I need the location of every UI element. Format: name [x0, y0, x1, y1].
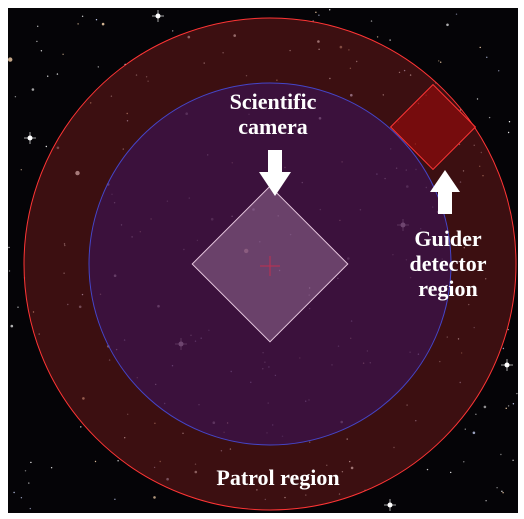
- star: [486, 56, 488, 58]
- star: [440, 61, 442, 63]
- crosshair-icon: [260, 256, 280, 276]
- star: [450, 471, 452, 474]
- star: [36, 40, 38, 43]
- star: [24, 470, 27, 472]
- star: [512, 459, 514, 461]
- star: [10, 324, 14, 328]
- star: [95, 19, 98, 21]
- field-overlay: [8, 9, 518, 511]
- sky-field-diagram: Scientific camera Guider detector region…: [8, 8, 518, 513]
- star: [516, 392, 518, 395]
- star: [438, 60, 440, 62]
- guider-detector-label-line1: Guider: [414, 226, 482, 251]
- star: [446, 23, 449, 27]
- star: [370, 20, 373, 22]
- down-arrow-icon: [259, 150, 291, 196]
- star: [29, 507, 31, 510]
- star: [20, 497, 23, 499]
- star: [8, 270, 11, 272]
- star: [376, 36, 379, 38]
- star: [318, 14, 320, 16]
- star: [97, 66, 100, 68]
- star: [172, 30, 174, 32]
- bright-star: [24, 132, 36, 144]
- bright-star: [501, 359, 513, 371]
- star: [14, 96, 17, 98]
- star: [483, 405, 487, 409]
- patrol-region-label: Patrol region: [216, 465, 340, 490]
- star: [37, 25, 39, 27]
- star: [40, 50, 43, 52]
- scientific-camera-label-line2: camera: [238, 114, 308, 139]
- star: [8, 57, 13, 62]
- star: [45, 145, 47, 148]
- star: [455, 13, 458, 15]
- star: [31, 88, 35, 91]
- star: [153, 496, 156, 499]
- scientific-camera-label: Scientific camera: [213, 89, 333, 139]
- star: [479, 46, 481, 49]
- star: [507, 131, 510, 134]
- star: [502, 347, 505, 350]
- star: [114, 498, 116, 500]
- star: [81, 15, 84, 17]
- star: [463, 461, 465, 463]
- star: [426, 468, 429, 471]
- bright-star: [152, 10, 164, 22]
- star: [77, 23, 79, 25]
- star: [80, 426, 82, 428]
- star: [485, 500, 487, 502]
- guider-detector-label-line2: detector: [409, 251, 487, 276]
- star: [498, 70, 500, 72]
- star: [508, 121, 511, 123]
- bright-star: [384, 499, 396, 511]
- star: [488, 116, 491, 119]
- guider-detector-label: Guider detector region: [393, 226, 503, 301]
- star: [476, 98, 479, 100]
- star: [50, 467, 53, 469]
- star: [30, 461, 32, 464]
- star: [62, 53, 64, 55]
- star: [8, 246, 10, 249]
- star: [20, 169, 22, 171]
- star: [502, 492, 504, 494]
- star: [17, 306, 19, 308]
- guider-detector-square: [389, 83, 477, 171]
- star: [117, 460, 119, 462]
- star: [13, 491, 15, 494]
- star: [500, 453, 502, 456]
- up-arrow-icon: [430, 170, 460, 214]
- star: [507, 328, 509, 331]
- star: [507, 405, 510, 407]
- star: [496, 487, 498, 489]
- star: [512, 403, 515, 405]
- star: [315, 11, 317, 13]
- guider-detector-label-line3: region: [418, 276, 478, 301]
- star: [101, 22, 105, 26]
- star: [472, 431, 476, 435]
- star: [94, 460, 97, 463]
- star: [47, 75, 49, 77]
- star: [501, 490, 503, 492]
- star: [475, 413, 477, 415]
- star: [505, 407, 507, 409]
- star: [56, 73, 59, 75]
- star: [28, 482, 30, 484]
- scientific-camera-label-line1: Scientific: [229, 89, 317, 114]
- star: [389, 39, 391, 41]
- star: [329, 9, 331, 11]
- star: [464, 428, 466, 430]
